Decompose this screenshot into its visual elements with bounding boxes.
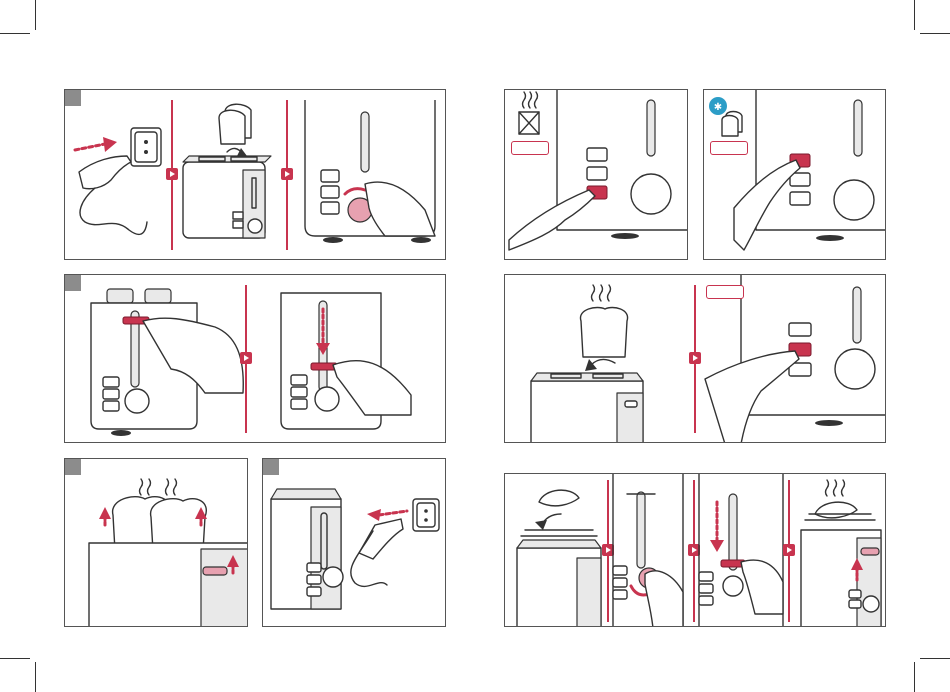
toast-pop-up-illustration: [65, 459, 248, 627]
step-2-panel: [64, 274, 446, 443]
croissant-warm-illustration: [505, 474, 886, 627]
crop-mark: [914, 662, 915, 692]
frozen-toast-panel: [504, 274, 886, 443]
function-label-icon: [706, 285, 744, 299]
browning-knob-illustration: [65, 90, 446, 260]
svg-text:✱: ✱: [714, 102, 722, 113]
crop-mark: [0, 658, 30, 659]
crop-mark: [920, 33, 950, 34]
reheat-label-icon: [511, 141, 549, 155]
crop-mark: [35, 662, 36, 692]
function-button-illustration: [505, 275, 886, 443]
defrost-panel: ✱: [703, 89, 886, 260]
crop-mark: [920, 658, 950, 659]
crop-mark: [0, 33, 30, 34]
reheat-illustration: [505, 90, 688, 260]
lever-down-illustration: [65, 275, 446, 443]
crop-mark: [35, 0, 36, 30]
step-1-panel: [64, 89, 446, 260]
defrost-label-icon: [710, 141, 748, 155]
defrost-illustration: ✱: [704, 90, 886, 260]
reheat-panel: [504, 89, 688, 260]
unplug-illustration: [263, 459, 446, 627]
step-3-panel: [64, 458, 248, 627]
step-4-panel: [262, 458, 446, 627]
crop-mark: [914, 0, 915, 30]
bun-warmer-panel: [504, 473, 886, 627]
